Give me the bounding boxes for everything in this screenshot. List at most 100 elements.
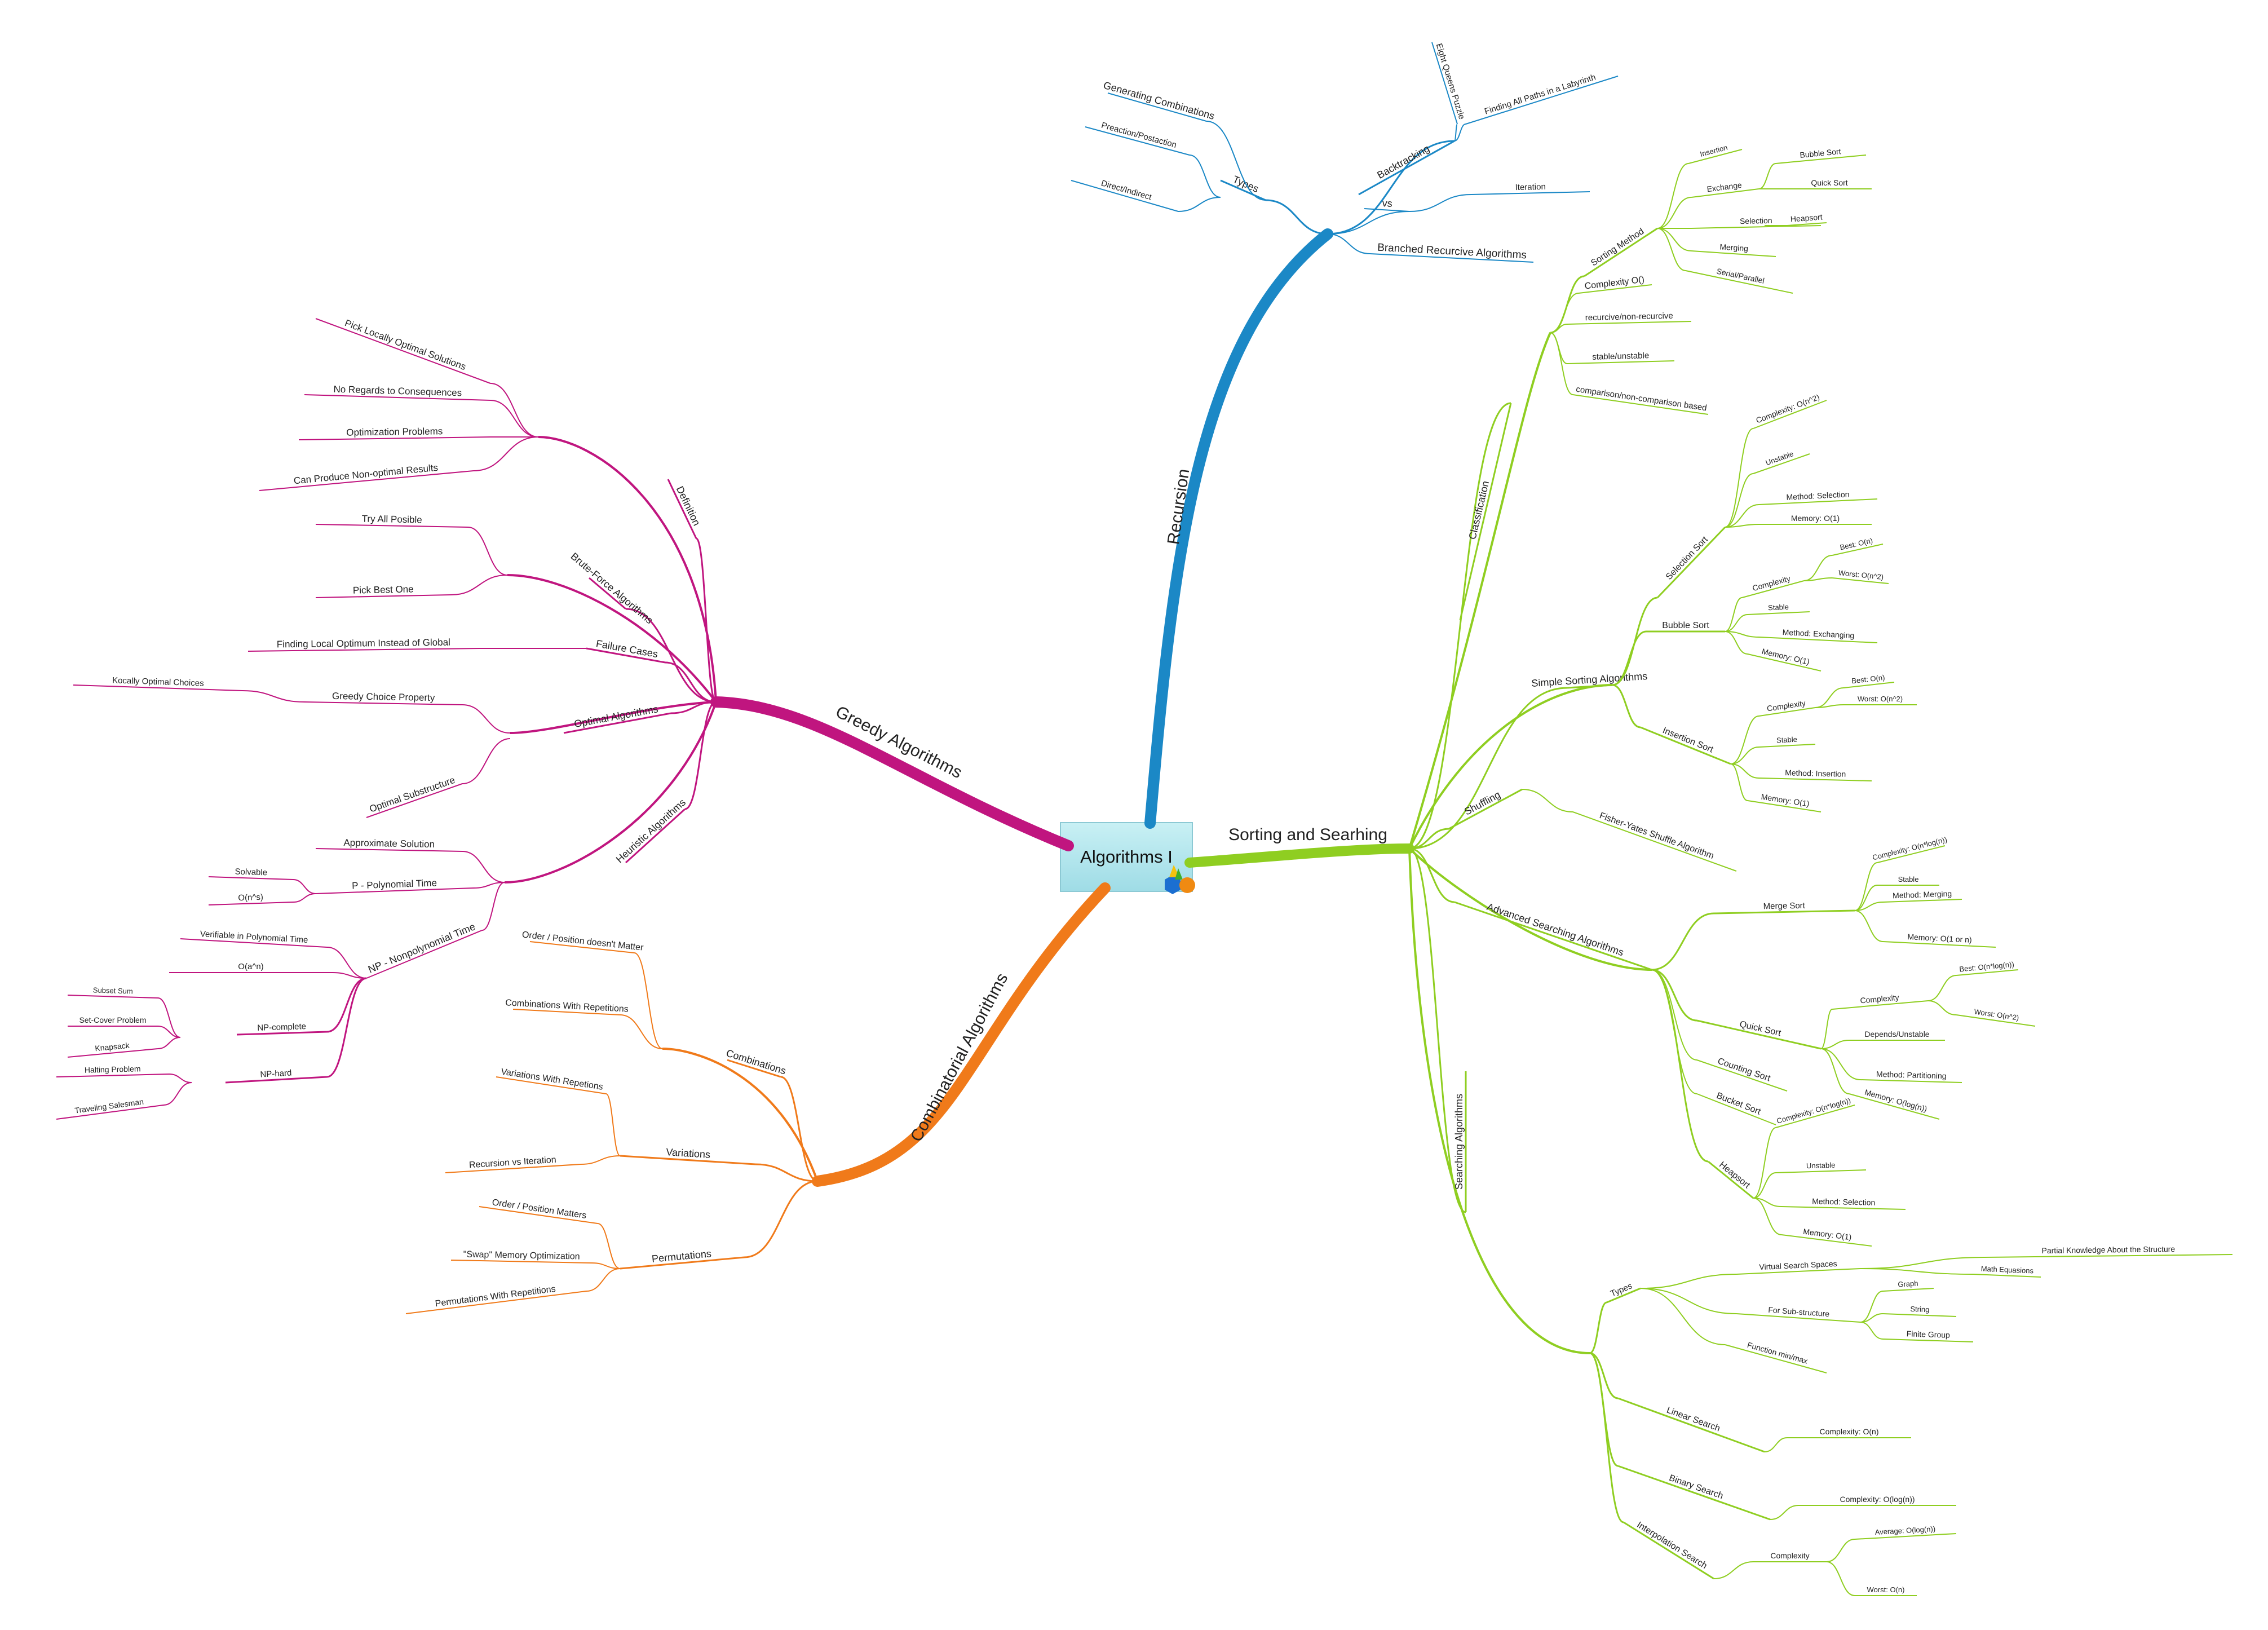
node-ins_sort[interactable]: Insertion Sort bbox=[1661, 726, 1715, 755]
node-complexity[interactable]: Complexity bbox=[1860, 993, 1899, 1005]
node-insertion[interactable]: Insertion bbox=[1699, 143, 1728, 158]
node-substructure[interactable]: Optimal Substructure bbox=[368, 775, 457, 815]
node-bubble[interactable]: Bubble Sort bbox=[1800, 147, 1841, 160]
underline-swap bbox=[450, 1260, 593, 1264]
node-best_on[interactable]: Best: O(n) bbox=[1839, 536, 1873, 551]
node-local_opt[interactable]: Finding Local Optimum Instead of Global bbox=[277, 637, 450, 650]
node-mem_1n[interactable]: Memory: O(1 or n) bbox=[1907, 932, 1972, 944]
node-np[interactable]: NP - Nonpolynomial Time bbox=[366, 921, 477, 975]
node-interp[interactable]: Interpolation Search bbox=[1635, 1520, 1708, 1571]
node-halting[interactable]: Halting Problem bbox=[85, 1064, 141, 1074]
node-mem_o1[interactable]: Memory: O(1) bbox=[1761, 792, 1810, 809]
node-recursive[interactable]: recurcive/non-recurcive bbox=[1585, 311, 1673, 323]
node-worst_n2[interactable]: Worst: O(n^2) bbox=[1974, 1008, 2020, 1022]
node-quick[interactable]: Quick Sort bbox=[1811, 178, 1847, 187]
node-pick_best[interactable]: Pick Best One bbox=[353, 584, 414, 595]
node-searching[interactable]: Searching Algorithms bbox=[1453, 1094, 1465, 1190]
node-sel_cx[interactable]: Complexity: O(n^2) bbox=[1754, 392, 1820, 425]
node-mem_o1[interactable]: Memory: O(1) bbox=[1791, 514, 1840, 523]
node-selection[interactable]: Selection bbox=[1740, 216, 1772, 226]
node-try_all[interactable]: Try All Posible bbox=[362, 513, 422, 525]
node-finite[interactable]: Finite Group bbox=[1907, 1329, 1951, 1339]
underline-quick_sort bbox=[1696, 1019, 1822, 1050]
node-meth_part[interactable]: Method: Partitioning bbox=[1876, 1070, 1947, 1080]
node-order_doesnt[interactable]: Order / Position doesn't Matter bbox=[521, 930, 644, 952]
node-locally_opt[interactable]: Kocally Optimal Choices bbox=[112, 675, 204, 688]
node-backtracking[interactable]: Backtracking bbox=[1375, 143, 1431, 181]
node-labyrinth[interactable]: Finding All Paths in a Labyrinth bbox=[1483, 72, 1597, 116]
root-node[interactable]: Algorithms I bbox=[1060, 822, 1193, 892]
node-virtual[interactable]: Virtual Search Spaces bbox=[1759, 1259, 1837, 1271]
node-bub_sort[interactable]: Bubble Sort bbox=[1662, 621, 1709, 630]
node-classification[interactable]: Classification bbox=[1466, 480, 1491, 541]
node-worst_on[interactable]: Worst: O(n) bbox=[1867, 1585, 1905, 1594]
node-stable_lbl[interactable]: Stable bbox=[1776, 735, 1798, 745]
node-pick_local[interactable]: Pick Locally Optimal Solutions bbox=[343, 317, 467, 372]
node-solvable[interactable]: Solvable bbox=[235, 867, 267, 878]
node-heapsort[interactable]: Heapsort bbox=[1790, 213, 1823, 224]
node-worst_n2[interactable]: Worst: O(n^2) bbox=[1858, 695, 1903, 703]
node-vs[interactable]: vs bbox=[1382, 197, 1392, 209]
node-gen_comb[interactable]: Generating Combinations bbox=[1102, 79, 1216, 122]
node-sorting_method[interactable]: Sorting Method bbox=[1589, 227, 1646, 268]
node-greedy_choice[interactable]: Greedy Choice Property bbox=[332, 691, 435, 703]
node-stable[interactable]: stable/unstable bbox=[1592, 351, 1649, 362]
node-o2n[interactable]: O(a^n) bbox=[238, 962, 263, 971]
node-non_optimal[interactable]: Can Produce Non-optimal Results bbox=[293, 462, 439, 487]
node-on_s[interactable]: O(n^s) bbox=[238, 893, 263, 903]
node-advanced[interactable]: Advanced Searching Algorithms bbox=[1486, 901, 1625, 958]
node-preaction[interactable]: Preaction/Postaction bbox=[1100, 121, 1178, 150]
node-partial[interactable]: Partial Knowledge About the Structure bbox=[2041, 1244, 2175, 1255]
node-graph[interactable]: Graph bbox=[1898, 1279, 1918, 1289]
node-rec_vs_iter[interactable]: Recursion vs Iteration bbox=[469, 1155, 556, 1170]
node-avg[interactable]: Average: O(log(n)) bbox=[1874, 1525, 1935, 1536]
node-fisher[interactable]: Fisher-Yates Shuffle Algorithm bbox=[1598, 811, 1716, 861]
node-heap_sort[interactable]: Heapsort bbox=[1717, 1160, 1752, 1190]
node-comparison[interactable]: comparison/non-comparison based bbox=[1575, 385, 1707, 413]
node-sel_sort[interactable]: Selection Sort bbox=[1664, 535, 1710, 582]
node-optimal[interactable]: Optimal Algorithms bbox=[573, 703, 659, 730]
node-meth_sel[interactable]: Method: Selection bbox=[1812, 1196, 1875, 1207]
node-depends[interactable]: Depends/Unstable bbox=[1864, 1030, 1929, 1039]
node-optimization[interactable]: Optimization Problems bbox=[346, 426, 443, 438]
node-cx_on[interactable]: Complexity: O(n) bbox=[1819, 1427, 1878, 1436]
node-subset[interactable]: Subset Sum bbox=[93, 986, 133, 995]
node-merging[interactable]: Merging bbox=[1719, 242, 1749, 253]
node-perm_rep[interactable]: Permutations With Repetitions bbox=[435, 1284, 556, 1309]
node-iteration[interactable]: Iteration bbox=[1515, 182, 1546, 192]
node-permutations[interactable]: Permutations bbox=[651, 1248, 711, 1265]
node-brute[interactable]: Brute-Force Algorithms bbox=[568, 550, 655, 626]
node-meth_ins[interactable]: Method: Insertion bbox=[1785, 768, 1846, 779]
node-stable_lbl[interactable]: Stable bbox=[1898, 875, 1919, 884]
node-complexity[interactable]: Complexity bbox=[1766, 699, 1806, 713]
topic-label-sorting[interactable]: Sorting and Searhing bbox=[1228, 825, 1387, 844]
node-complexity[interactable]: Complexity bbox=[1770, 1551, 1809, 1560]
topic-label-combinatorial[interactable]: Combinatorial Algorithms bbox=[907, 970, 1012, 1145]
node-cx_logn[interactable]: Complexity: O(log(n)) bbox=[1840, 1495, 1915, 1504]
node-best_on[interactable]: Best: O(n) bbox=[1851, 673, 1886, 685]
node-setcover[interactable]: Set-Cover Problem bbox=[79, 1015, 146, 1024]
node-order_matters[interactable]: Order / Position Matters bbox=[492, 1198, 587, 1221]
node-cx_nlogn[interactable]: Complexity: O(n*log(n)) bbox=[1776, 1096, 1852, 1125]
node-stable_lbl[interactable]: Stable bbox=[1768, 603, 1789, 612]
node-exchange[interactable]: Exchange bbox=[1706, 180, 1743, 194]
node-math[interactable]: Math Equasions bbox=[1981, 1265, 2034, 1275]
node-swap[interactable]: "Swap" Memory Optimization bbox=[463, 1250, 580, 1262]
node-merge_sort[interactable]: Merge Sort bbox=[1763, 901, 1806, 911]
node-string[interactable]: String bbox=[1910, 1305, 1930, 1314]
node-meth_merg[interactable]: Method: Merging bbox=[1893, 889, 1952, 900]
node-eight_queens[interactable]: Eight Queens Puzzle bbox=[1434, 42, 1467, 121]
node-approx[interactable]: Approximate Solution bbox=[343, 837, 435, 850]
node-direct[interactable]: Direct/Indirect bbox=[1100, 178, 1153, 202]
node-sel_method[interactable]: Method: Selection bbox=[1786, 489, 1850, 501]
node-unstable[interactable]: Unstable bbox=[1806, 1161, 1836, 1170]
node-p_poly[interactable]: P - Polynomial Time bbox=[352, 877, 437, 891]
node-meth_exch[interactable]: Method: Exchanging bbox=[1782, 628, 1854, 640]
node-variations[interactable]: Variations bbox=[666, 1146, 711, 1160]
underline-selection bbox=[1691, 225, 1822, 229]
node-mem_o1[interactable]: Memory: O(1) bbox=[1803, 1227, 1853, 1242]
node-np_hard[interactable]: NP-hard bbox=[260, 1068, 292, 1079]
node-for_sub[interactable]: For Sub-structure bbox=[1768, 1305, 1830, 1318]
node-np_complete[interactable]: NP-complete bbox=[257, 1022, 306, 1033]
node-knapsack[interactable]: Knapsack bbox=[95, 1041, 131, 1053]
